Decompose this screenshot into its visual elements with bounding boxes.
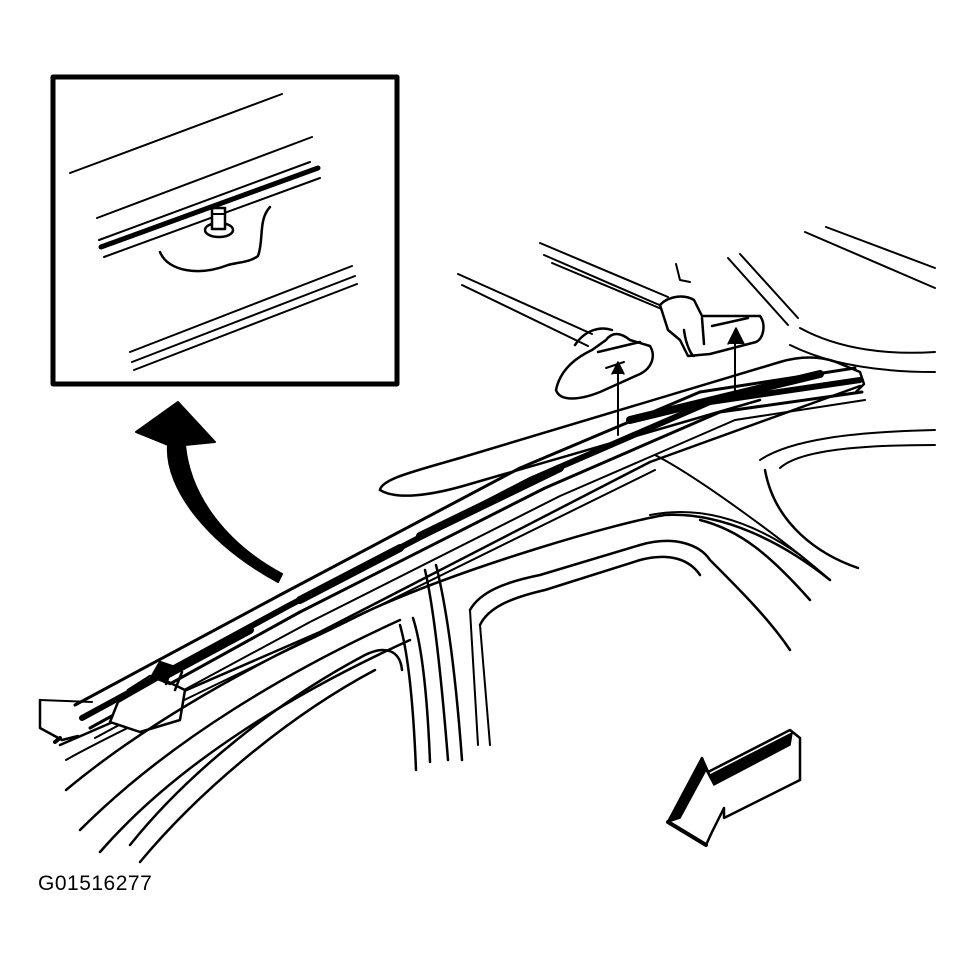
roof-rail [38,356,866,761]
bolt-icon [203,206,235,239]
figure-code: G01516277 [38,872,153,895]
crossbar-rear [457,226,936,347]
roof-outline [654,327,936,581]
crossbar-support-right [658,263,765,393]
curved-up-arrow-icon [135,401,283,583]
detail-inset [50,74,400,387]
forward-direction-arrow-icon [666,728,802,847]
crossbar-support-left [554,327,654,436]
vehicle-body [64,511,832,864]
